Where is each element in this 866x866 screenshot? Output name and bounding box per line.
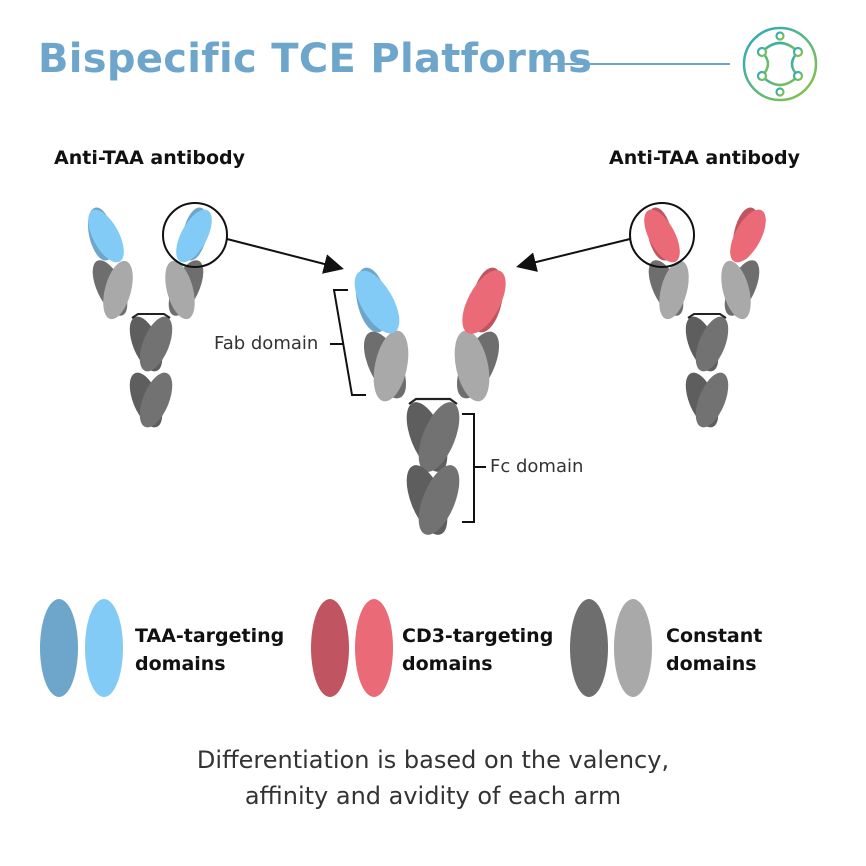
legend-taa-line1: TAA-targeting bbox=[135, 625, 285, 647]
legend-swatches bbox=[40, 599, 652, 697]
caption: Differentiation is based on the valency,… bbox=[0, 742, 866, 814]
legend-constant: Constant domains bbox=[666, 622, 762, 678]
legend-cd3: CD3-targeting domains bbox=[402, 622, 553, 678]
right-antibody bbox=[629, 202, 766, 428]
left-antibody-label: Anti-TAA antibody bbox=[54, 147, 246, 169]
legend-constant-line2: domains bbox=[666, 653, 757, 675]
legend-taa: TAA-targeting domains bbox=[135, 622, 284, 678]
legend-cd3-line2: domains bbox=[402, 653, 493, 675]
arrow-icon bbox=[516, 238, 631, 272]
title-divider bbox=[548, 63, 730, 65]
page-title: Bispecific TCE Platforms bbox=[38, 36, 593, 82]
right-antibody-label: Anti-TAA antibody bbox=[609, 147, 801, 169]
fab-domain-label: Fab domain bbox=[214, 333, 319, 354]
bracket-icon bbox=[462, 413, 475, 523]
caption-line2: affinity and avidity of each arm bbox=[244, 782, 622, 810]
arrow-icon bbox=[226, 238, 344, 274]
bracket-icon bbox=[332, 289, 366, 396]
network-circle-logo-icon bbox=[742, 26, 818, 102]
fc-domain-label: Fc domain bbox=[490, 456, 584, 477]
caption-line1: Differentiation is based on the valency, bbox=[196, 746, 670, 774]
center-bispecific-antibody bbox=[354, 267, 506, 535]
highlight-circle-left bbox=[162, 202, 228, 268]
legend-cd3-line1: CD3-targeting bbox=[402, 625, 554, 647]
legend-constant-line1: Constant bbox=[666, 625, 763, 647]
legend-taa-line2: domains bbox=[135, 653, 226, 675]
left-antibody bbox=[87, 202, 228, 428]
highlight-circle-right bbox=[629, 202, 695, 268]
